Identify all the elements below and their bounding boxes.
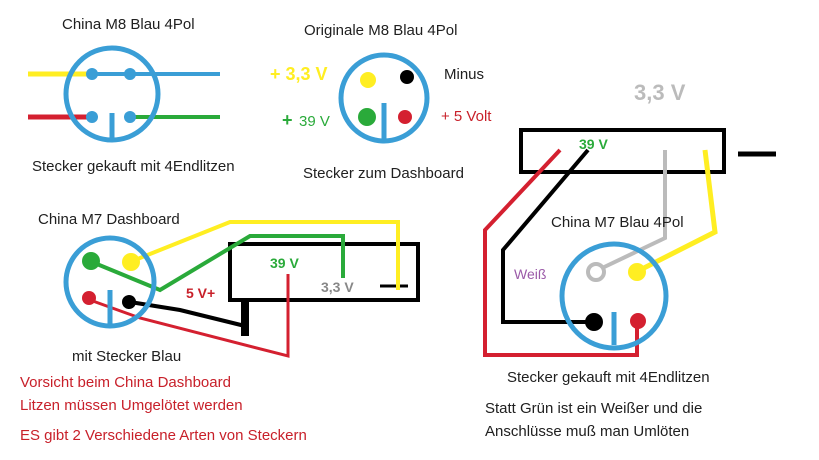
label-weiss: Weiß: [514, 266, 547, 282]
label-plus-39v-sign: +: [282, 110, 293, 130]
pin-yellow: [122, 253, 140, 271]
label-minus: Minus: [444, 66, 485, 83]
pin-red: [398, 110, 412, 124]
yellow-wire: [129, 220, 400, 290]
pin-red: [82, 291, 96, 305]
original-m8-title: Originale M8 Blau 4Pol: [304, 22, 458, 39]
pin-white: [586, 262, 606, 282]
china-m7-dashboard-title: China M7 Dashboard: [38, 211, 180, 228]
caption-china-m7-dashboard: mit Stecker Blau: [72, 348, 182, 365]
pin-green: [82, 252, 100, 270]
original-m8-connector: [338, 52, 430, 144]
warning-line-1: Vorsicht beim China Dashboard: [20, 374, 231, 391]
pin: [124, 68, 136, 80]
yellow-wire: [634, 149, 718, 275]
label-plus-5-volt: + 5 Volt: [441, 108, 492, 125]
connector-ring: [63, 45, 161, 143]
note-line-2: Anschlüsse muß man Umlöten: [485, 423, 690, 440]
china-m8-connector: [28, 45, 220, 143]
china-m7-dashboard-diagram: [63, 220, 420, 358]
black-wire: [501, 148, 594, 324]
note-line-1: Statt Grün ist ein Weißer und die: [485, 400, 703, 417]
warning-line-3: ES gibt 2 Verschiedene Arten von Stecker…: [20, 427, 307, 444]
connector-ring: [559, 241, 669, 351]
caption-original-m8: Stecker zum Dashboard: [303, 165, 464, 182]
connector-ring: [338, 52, 430, 144]
board-box: [519, 128, 726, 174]
caption-china-m8: Stecker gekauft mit 4Endlitzen: [32, 158, 235, 175]
warning-line-2: Litzen müssen Umgelötet werden: [20, 397, 243, 414]
pin: [86, 68, 98, 80]
china-m7-blau-title: China M7 Blau 4Pol: [551, 214, 684, 231]
china-m7-blau-diagram: [483, 128, 776, 357]
pin-yellow: [628, 263, 646, 281]
label-39v-right: 39 V: [579, 136, 608, 152]
pin-black: [400, 70, 414, 84]
pin-black: [122, 295, 136, 309]
pin-black: [585, 313, 603, 331]
pin-yellow: [360, 72, 376, 88]
label-plus-3-3v: + 3,3 V: [270, 64, 328, 84]
pin: [86, 111, 98, 123]
label-5v-plus: 5 V+: [186, 285, 216, 301]
board-box: [228, 242, 420, 302]
caption-china-m7-blau: Stecker gekauft mit 4Endlitzen: [507, 369, 710, 386]
label-39v-left: 39 V: [270, 255, 299, 271]
label-3-3v-left: 3,3 V: [321, 279, 354, 295]
china-m8-title: China M8 Blau 4Pol: [62, 16, 195, 33]
white-wire: [597, 150, 667, 272]
pin-green: [358, 108, 376, 126]
pin: [124, 111, 136, 123]
green-wire: [91, 234, 345, 293]
red-wire: [89, 274, 290, 358]
label-3-3v-right: 3,3 V: [634, 80, 686, 105]
label-39v-original: 39 V: [299, 113, 330, 130]
pin-red: [630, 313, 646, 329]
